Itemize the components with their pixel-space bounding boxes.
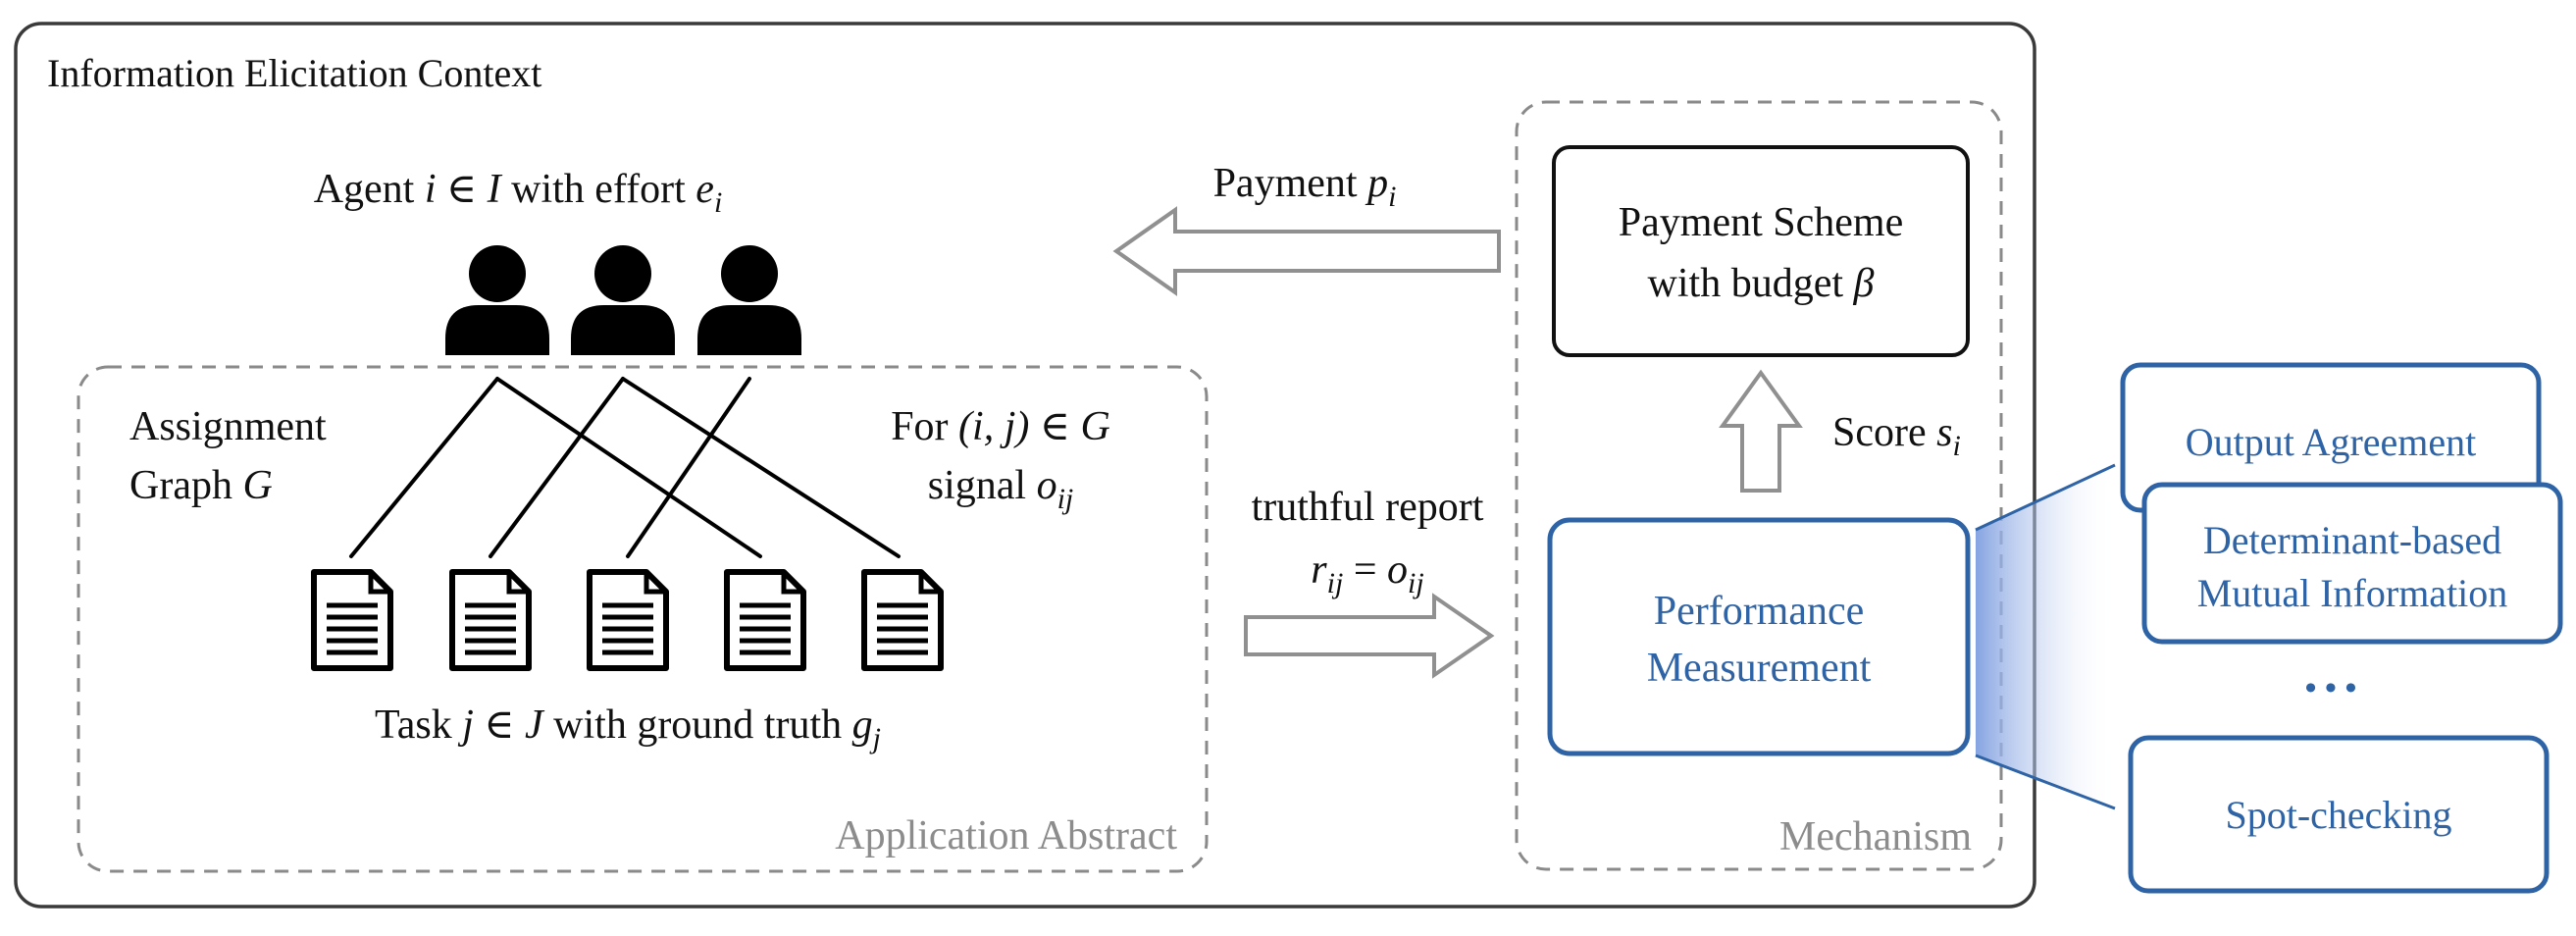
performance-measurement-line1: Performance <box>1654 589 1865 634</box>
signal-label: signal oij <box>928 463 1074 515</box>
output-agreement-label: Output Agreement <box>2186 420 2477 464</box>
score-arrow <box>1719 369 1803 493</box>
payment-scheme-box <box>1552 145 1970 357</box>
context-frame <box>14 22 2036 909</box>
dmi-line2: Mutual Information <box>2197 571 2508 615</box>
agent-icon-2 <box>571 245 675 355</box>
for-pair-label: For (i, j) ∈ G <box>891 404 1110 449</box>
agent-icon-3 <box>697 245 801 355</box>
mechanism-box <box>1515 100 2003 871</box>
report-arrow <box>1244 593 1495 679</box>
application-abstract-caption: Application Abstract <box>835 813 1177 858</box>
dmi-line1: Determinant-based <box>2203 518 2501 562</box>
report-label-line1: truthful report <box>1252 485 1484 530</box>
task-doc-icon-1 <box>311 569 393 671</box>
payment-label: Payment pi <box>1213 161 1397 213</box>
performance-measurement-line2: Measurement <box>1647 646 1872 691</box>
payment-scheme-line2: with budget β <box>1648 261 1875 306</box>
application-abstract-box <box>77 365 1209 873</box>
fan-line-bottom <box>1975 754 2116 810</box>
report-label-line2: rij = oij <box>1311 547 1423 599</box>
methods-fan <box>1976 465 2115 808</box>
task-doc-icon-5 <box>861 569 944 671</box>
payment-arrow <box>1112 206 1501 296</box>
assignment-graph-label-line2: Graph G <box>129 463 273 508</box>
fan-line-top <box>1975 463 2116 532</box>
agent-icon-1 <box>445 245 549 355</box>
task-doc-icon-2 <box>449 569 532 671</box>
task-doc-icon-4 <box>724 569 806 671</box>
context-title: Information Elicitation Context <box>47 51 541 95</box>
score-label: Score si <box>1832 410 1961 462</box>
methods-ellipsis: • • • <box>2305 670 2357 706</box>
assignment-graph-edges <box>349 377 901 558</box>
task-label: Task j ∈ J with ground truth gj <box>375 702 881 754</box>
mechanism-caption: Mechanism <box>1779 814 1972 859</box>
agent-label: Agent i ∈ I with effort ei <box>314 167 723 219</box>
assignment-graph-label-line1: Assignment <box>129 404 327 449</box>
performance-measurement-box <box>1547 517 1971 756</box>
spot-checking-label: Spot-checking <box>2225 793 2451 837</box>
spot-checking-box <box>2128 735 2550 894</box>
dmi-box <box>2141 482 2563 645</box>
payment-scheme-line1: Payment Scheme <box>1619 200 1903 245</box>
task-doc-icon-3 <box>587 569 669 671</box>
